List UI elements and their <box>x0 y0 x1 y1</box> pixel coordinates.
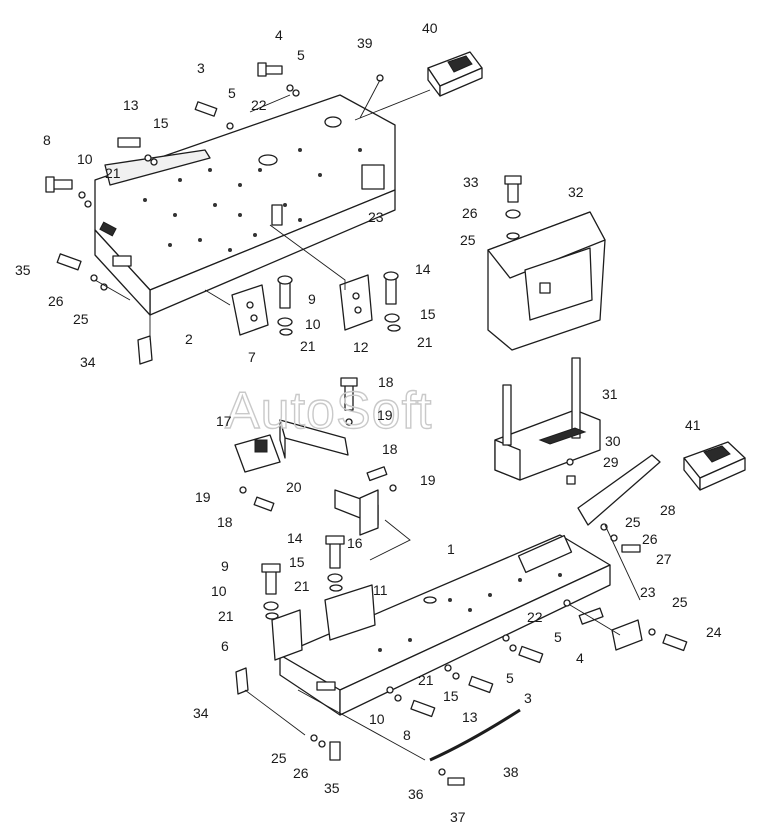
callout-21: 21 <box>417 334 433 350</box>
callout-22: 22 <box>251 97 267 113</box>
callout-21: 21 <box>218 608 234 624</box>
callout-20: 20 <box>286 479 302 495</box>
callout-2: 2 <box>185 331 193 347</box>
callout-7: 7 <box>248 349 256 365</box>
callout-27: 27 <box>656 551 672 567</box>
callout-31: 31 <box>602 386 618 402</box>
callout-4: 4 <box>576 650 584 666</box>
callout-15: 15 <box>443 688 459 704</box>
callout-18: 18 <box>378 374 394 390</box>
callout-30: 30 <box>605 433 621 449</box>
callout-14: 14 <box>287 530 303 546</box>
callout-14: 14 <box>415 261 431 277</box>
callout-40: 40 <box>422 20 438 36</box>
rod-38 <box>429 708 521 786</box>
watermark: AutoSoft <box>225 382 432 440</box>
bracket-12 <box>339 274 373 331</box>
callout-9: 9 <box>308 291 316 307</box>
callout-25: 25 <box>460 232 476 248</box>
callout-21: 21 <box>300 338 316 354</box>
callout-19: 19 <box>377 407 393 423</box>
callout-23: 23 <box>640 584 656 600</box>
callout-10: 10 <box>369 711 385 727</box>
callout-25: 25 <box>271 750 287 766</box>
callout-19: 19 <box>420 472 436 488</box>
callout-10: 10 <box>77 151 93 167</box>
callout-37: 37 <box>450 809 466 825</box>
callout-15: 15 <box>153 115 169 131</box>
cover-32 <box>487 211 606 351</box>
callout-35: 35 <box>15 262 31 278</box>
callout-26: 26 <box>48 293 64 309</box>
callout-21: 21 <box>294 578 310 594</box>
bolt-33 <box>504 175 522 240</box>
callout-10: 10 <box>211 583 227 599</box>
lower-brackets <box>235 535 376 695</box>
callout-25: 25 <box>672 594 688 610</box>
callout-26: 26 <box>293 765 309 781</box>
callout-5: 5 <box>297 47 305 63</box>
callout-15: 15 <box>289 554 305 570</box>
callout-5: 5 <box>506 670 514 686</box>
callout-5: 5 <box>554 629 562 645</box>
callout-6: 6 <box>221 638 229 654</box>
callout-28: 28 <box>660 502 676 518</box>
bracket-hardware <box>277 271 401 336</box>
callout-16: 16 <box>347 535 363 551</box>
callout-24: 24 <box>706 624 722 640</box>
leader-lines <box>94 79 641 761</box>
callout-21: 21 <box>418 672 434 688</box>
callout-13: 13 <box>123 97 139 113</box>
lower-bolts <box>310 599 688 761</box>
callout-34: 34 <box>80 354 96 370</box>
callout-35: 35 <box>324 780 340 796</box>
callout-33: 33 <box>463 174 479 190</box>
callout-17: 17 <box>216 413 232 429</box>
callout-3: 3 <box>197 60 205 76</box>
callout-13: 13 <box>462 709 478 725</box>
lower-frame <box>279 534 611 716</box>
callout-22: 22 <box>527 609 543 625</box>
callout-3: 3 <box>524 690 532 706</box>
bracket-7 <box>231 284 269 336</box>
callout-26: 26 <box>642 531 658 547</box>
part-39 <box>376 74 384 82</box>
callout-38: 38 <box>503 764 519 780</box>
callout-11: 11 <box>373 582 388 598</box>
callout-19: 19 <box>195 489 211 505</box>
callout-5: 5 <box>228 85 236 101</box>
callout-25: 25 <box>625 514 641 530</box>
callout-32: 32 <box>568 184 584 200</box>
callout-36: 36 <box>408 786 424 802</box>
callout-41: 41 <box>685 417 701 433</box>
mid-brackets <box>234 377 397 536</box>
part-40-tray <box>427 51 483 97</box>
callout-labels: 40 39 4 5 3 5 22 13 15 8 10 21 23 35 26 … <box>15 20 722 825</box>
plate-28 <box>577 454 661 526</box>
callout-1: 1 <box>447 541 455 557</box>
tray-41 <box>683 441 746 491</box>
callout-10: 10 <box>305 316 321 332</box>
callout-8: 8 <box>403 727 411 743</box>
callout-12: 12 <box>353 339 369 355</box>
callout-26: 26 <box>462 205 478 221</box>
callout-9: 9 <box>221 558 229 574</box>
callout-34: 34 <box>193 705 209 721</box>
callout-21: 21 <box>105 165 121 181</box>
callout-39: 39 <box>357 35 373 51</box>
callout-8: 8 <box>43 132 51 148</box>
callout-18: 18 <box>382 441 398 457</box>
callout-18: 18 <box>217 514 233 530</box>
callout-23: 23 <box>368 209 384 225</box>
callout-29: 29 <box>603 454 619 470</box>
callout-25: 25 <box>73 311 89 327</box>
part-34-upper <box>137 335 153 365</box>
upper-frame <box>94 94 396 316</box>
box-31 <box>494 357 601 481</box>
callout-15: 15 <box>420 306 436 322</box>
callout-4: 4 <box>275 27 283 43</box>
